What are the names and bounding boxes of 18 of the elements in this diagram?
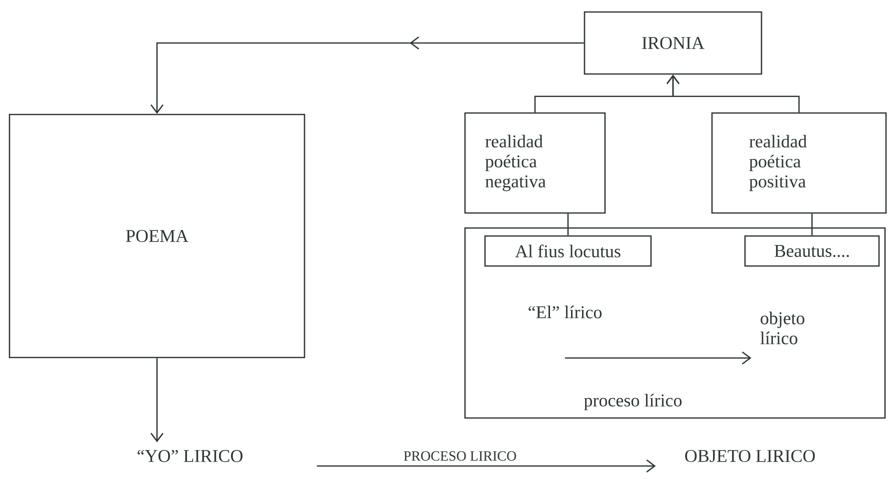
text-label: “YO” LIRICO xyxy=(138,450,242,462)
arrow xyxy=(150,358,164,442)
process-box: POEMA xyxy=(8,114,306,358)
process-box: Al fius locutus xyxy=(484,235,652,267)
text-label: objeto lírico xyxy=(760,312,804,344)
text-label: OBJETO LIRICO xyxy=(685,450,815,462)
process-box: IRONIA xyxy=(584,11,762,75)
arrow xyxy=(565,351,752,365)
process-box: realidad poética negativa xyxy=(464,112,606,214)
edge-label: proceso lírico xyxy=(584,394,682,410)
text-label: “El” lírico xyxy=(528,306,602,318)
arrow xyxy=(316,459,656,473)
arrow xyxy=(150,36,584,114)
process-box: realidad poética positiva xyxy=(711,112,887,214)
arrow xyxy=(666,74,800,112)
process-box: Beautus.... xyxy=(744,235,880,267)
edge-label: PROCESO LIRICO xyxy=(404,451,516,461)
process-box xyxy=(464,227,886,419)
